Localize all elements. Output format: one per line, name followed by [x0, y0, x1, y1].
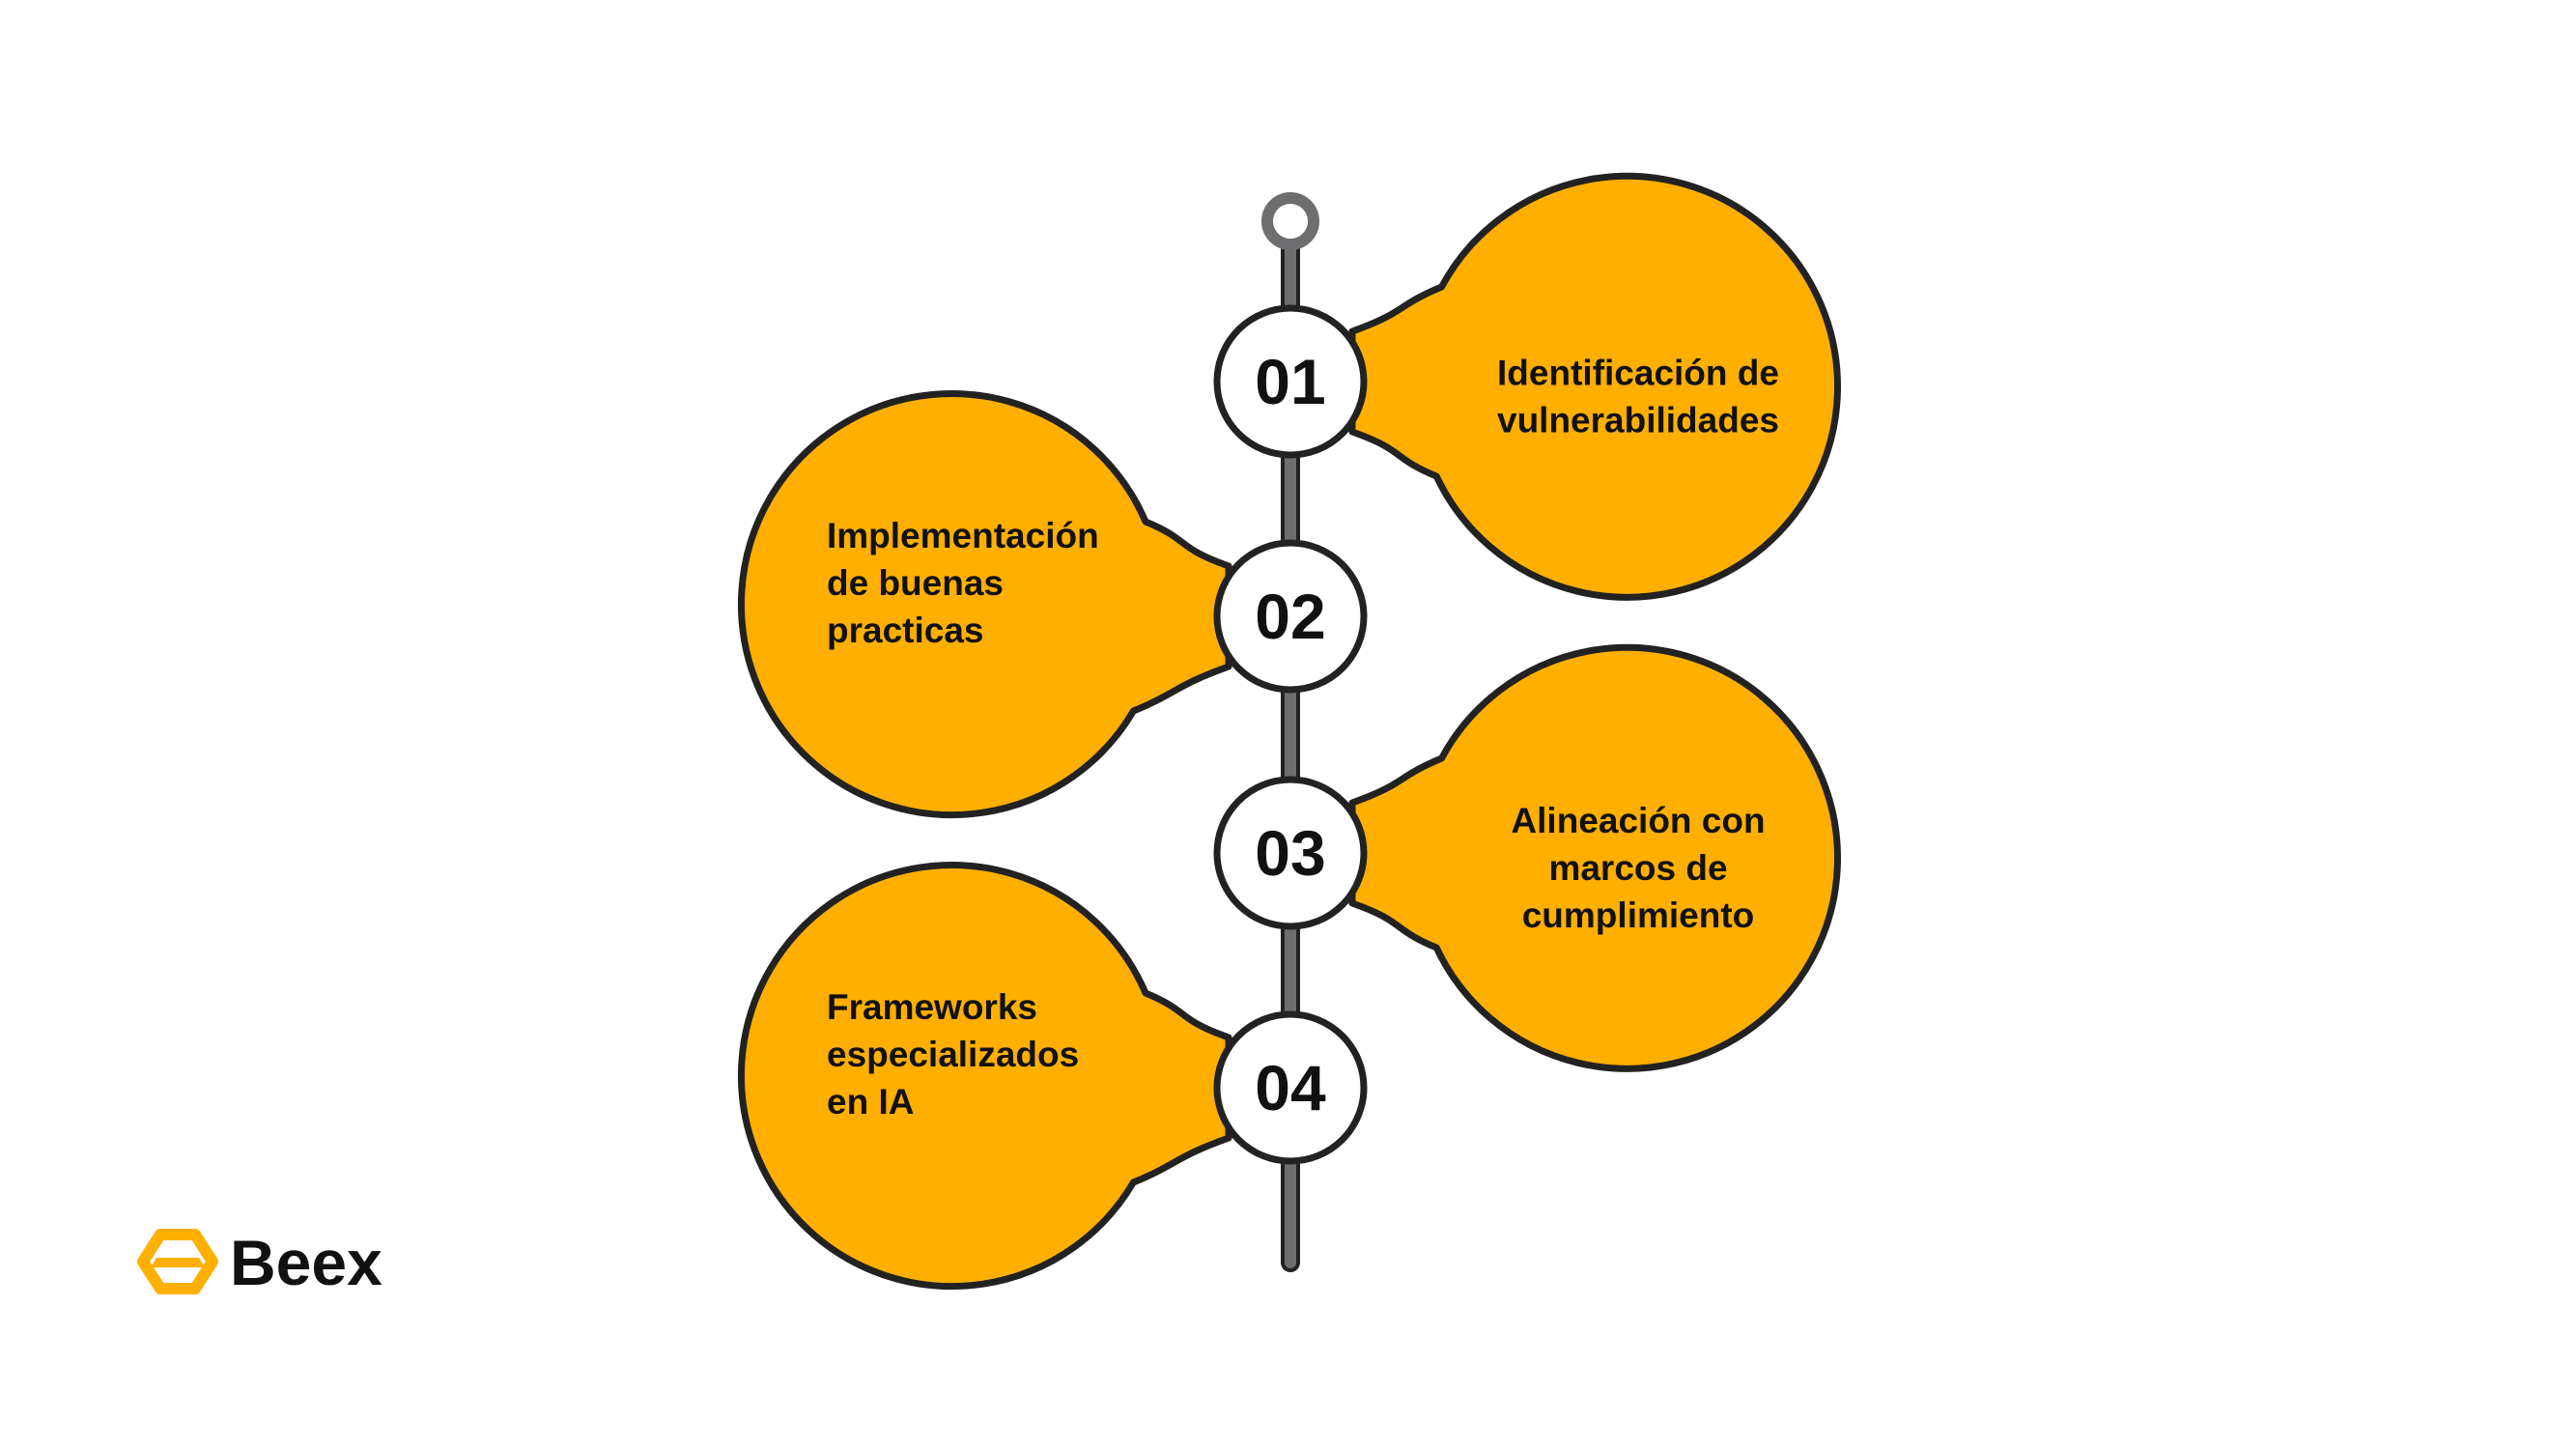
step-bubble — [738, 862, 1232, 1290]
step-number-node — [1213, 776, 1368, 930]
step-number: 03 — [1255, 817, 1325, 889]
hexagon-logo-icon — [137, 1229, 218, 1294]
steps-group: 01 Identificación de vulnerabilidades 02 Imp… — [738, 172, 1842, 1290]
step-number-node — [1213, 539, 1368, 694]
step-number: 01 — [1255, 346, 1325, 417]
step-number: 04 — [1255, 1052, 1326, 1123]
spine-top-ring — [1261, 192, 1319, 250]
step-label-line: en IA — [827, 1082, 914, 1122]
step-number-node — [1213, 1010, 1368, 1165]
step-label-line: vulnerabilidades — [1497, 401, 1779, 440]
step-label-line: marcos de — [1548, 848, 1727, 888]
step-02: 02 Implementación de buenas practicas — [738, 390, 1368, 818]
step-label-line: cumplimiento — [1522, 895, 1755, 935]
step-01: 01 Identificación de vulnerabilidades — [1213, 172, 1842, 601]
step-label-line: especializados — [827, 1035, 1079, 1074]
brand-logo: Beex — [135, 1217, 406, 1304]
step-bubble — [738, 390, 1232, 818]
brand-name: Beex — [230, 1227, 382, 1298]
step-number: 02 — [1255, 581, 1325, 652]
step-03: 03 Alineación con marcos de cumplimiento — [1213, 643, 1842, 1072]
step-label-line: Implementación — [827, 516, 1099, 555]
step-label-line: Alineación con — [1511, 801, 1765, 840]
brand-logo-graphic: Beex — [137, 1227, 382, 1298]
step-label-line: Frameworks — [827, 987, 1037, 1027]
step-bubble — [1348, 172, 1842, 601]
step-04: 04 Frameworks especializados en IA — [738, 862, 1368, 1290]
step-label-line: de buenas — [827, 563, 1004, 603]
step-number-node — [1213, 304, 1368, 459]
step-bubble — [1348, 643, 1842, 1072]
step-label-line: Identificación de — [1497, 354, 1779, 393]
step-label-line: practicas — [827, 611, 984, 650]
